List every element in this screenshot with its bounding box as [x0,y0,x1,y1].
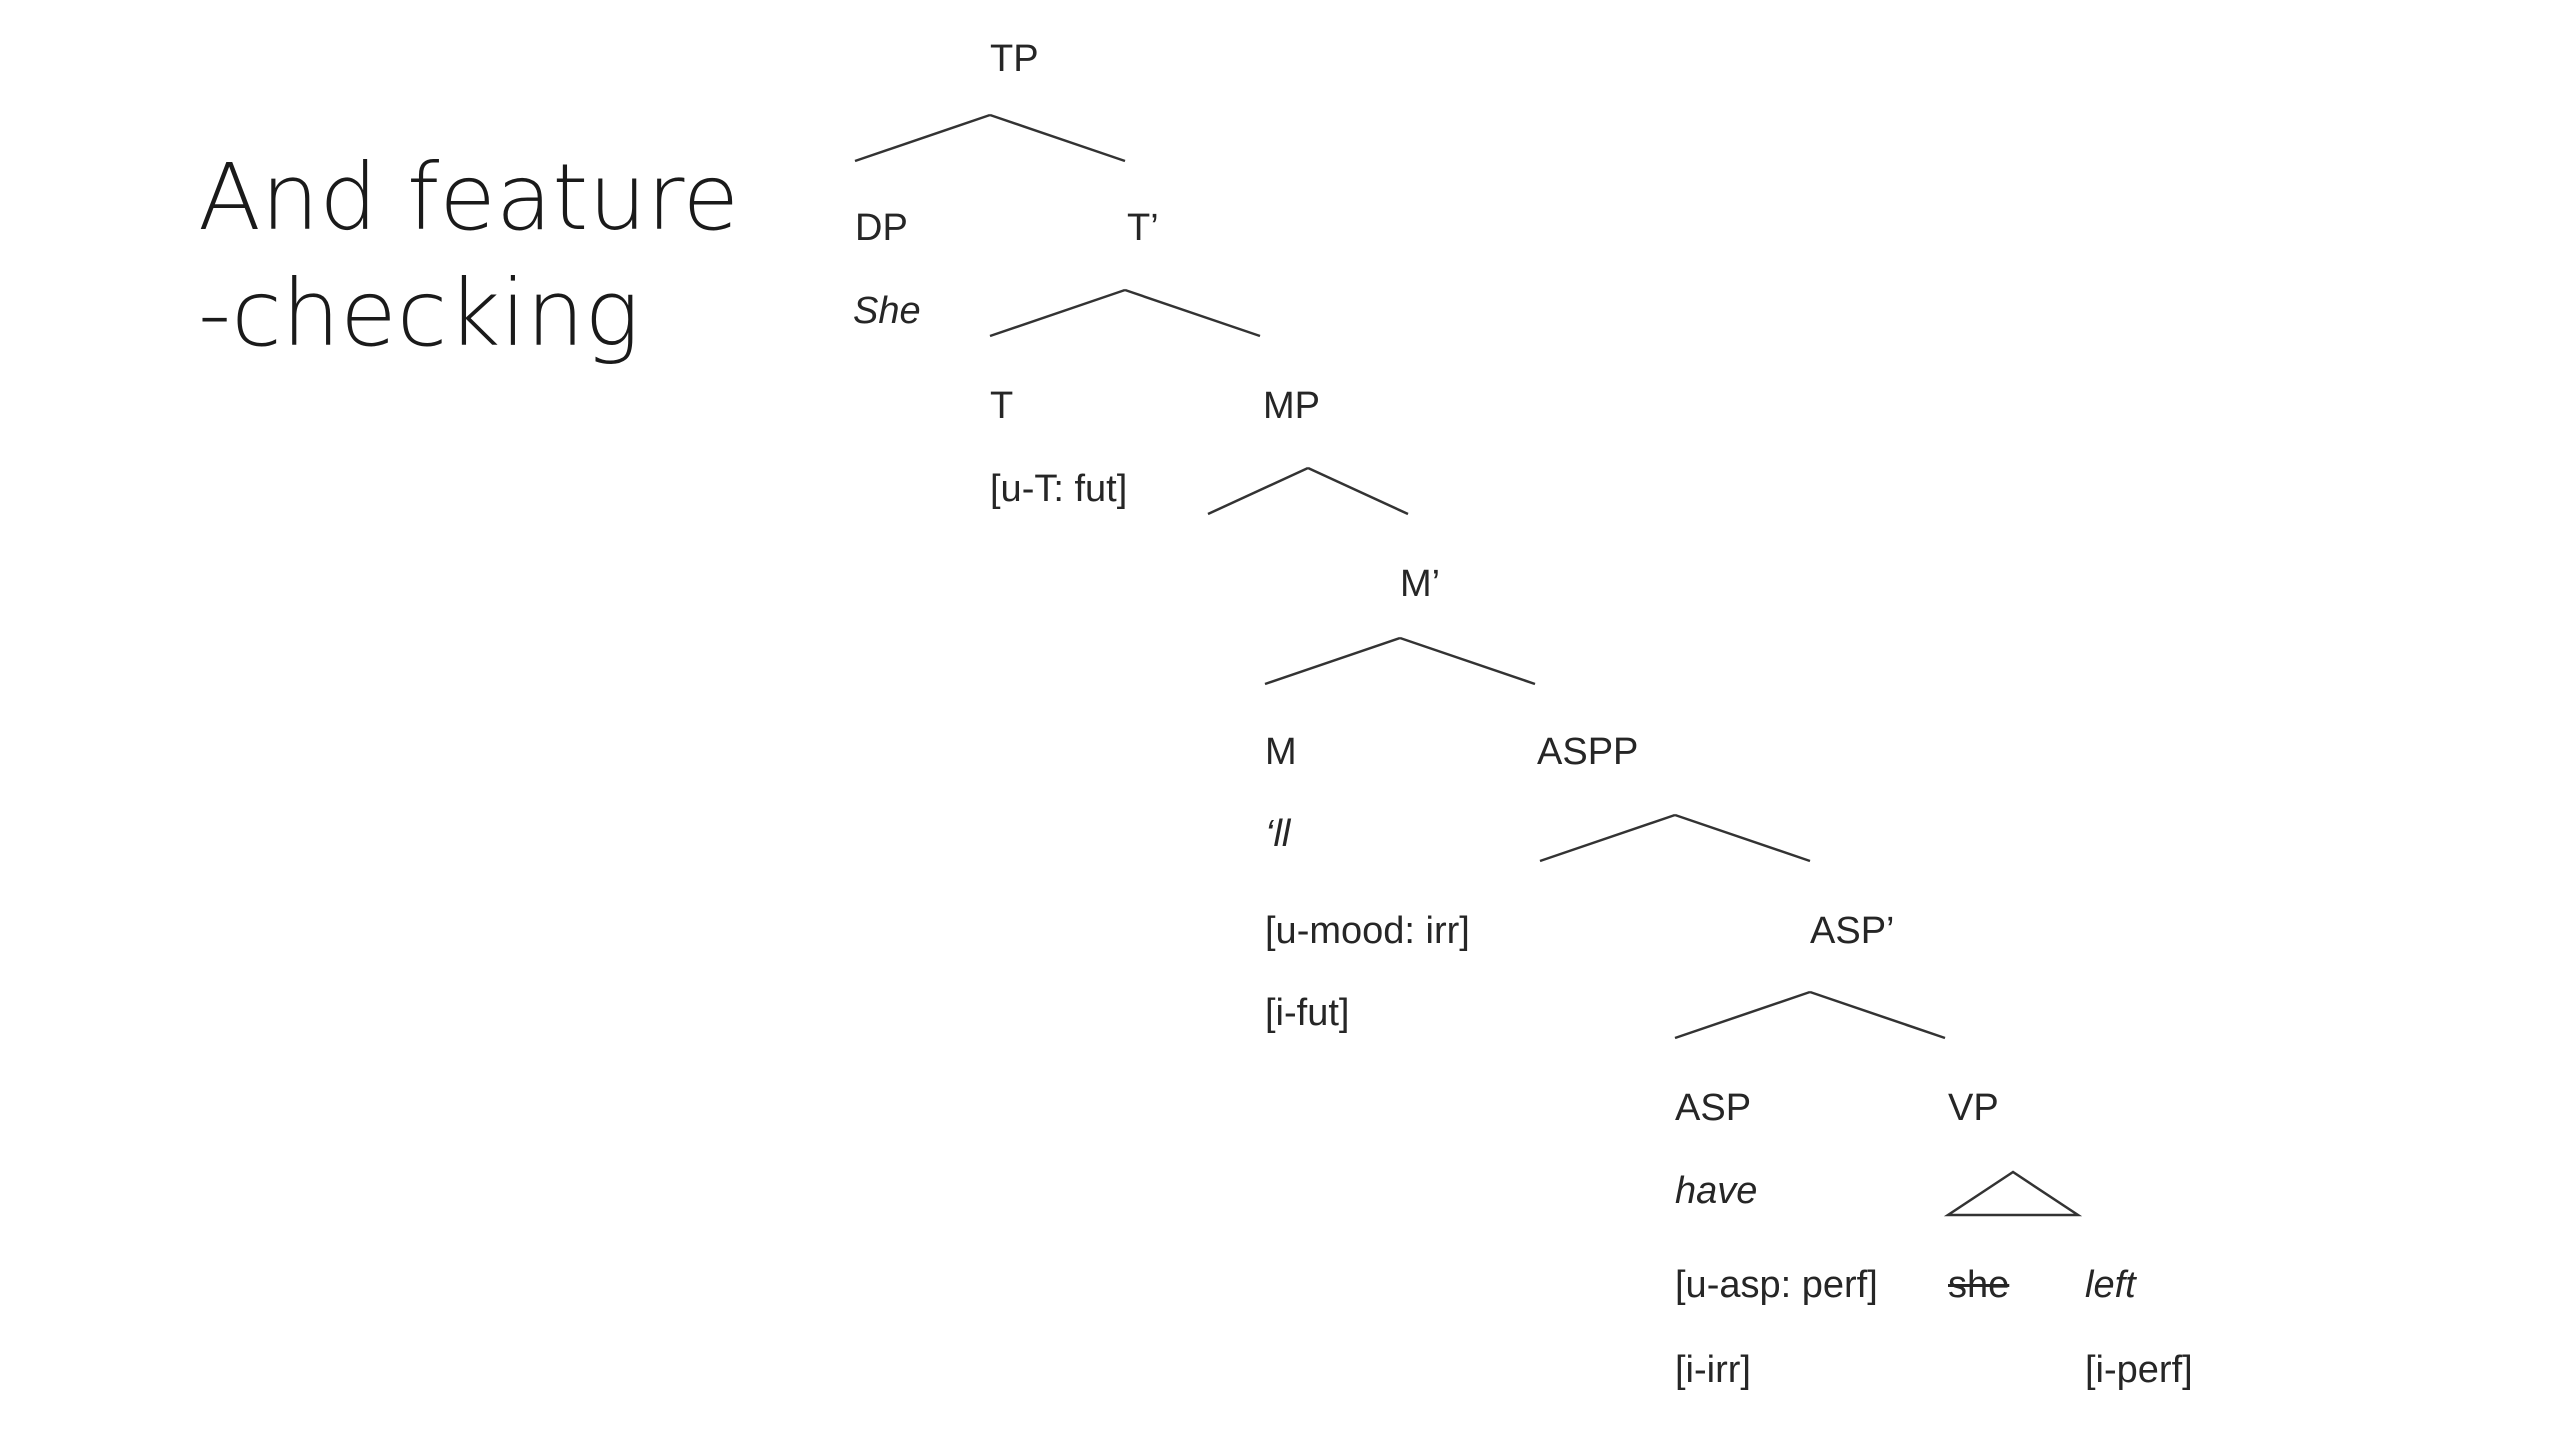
branch-mp-left [1207,466,1309,516]
branch-mbar-aspp [1399,636,1536,686]
node-mp: MP [1263,385,1320,427]
node-m-bar: M’ [1400,563,1441,605]
node-dp: DP [855,207,908,249]
node-dp-word: She [853,290,921,332]
node-asp-word: have [1675,1170,1758,1212]
node-t-feature: [u-T: fut] [990,468,1128,510]
branch-tp-tbar [989,113,1126,163]
branch-tp-dp [854,113,991,163]
node-t: T [990,385,1014,427]
node-aspp: ASPP [1537,731,1639,773]
branch-mp-mbar [1307,466,1409,516]
node-t-bar: T’ [1127,207,1159,249]
node-asp-bar: ASP’ [1810,910,1895,952]
branch-aspp-left [1539,813,1676,863]
branch-tbar-mp [1124,288,1261,338]
node-asp-feature-2: [i-irr] [1675,1349,1751,1391]
node-asp-feature-1: [u-asp: perf] [1675,1264,1878,1306]
slide-title-line-1: And feature [198,144,740,251]
node-vp-feature: [i-perf] [2085,1349,2193,1391]
node-m-word: ‘ll [1265,813,1291,855]
node-tp: TP [990,38,1039,80]
node-asp: ASP [1675,1087,1752,1129]
branch-tbar-t [989,288,1126,338]
node-m: M [1265,731,1297,773]
node-vp-trace: she [1948,1264,2010,1306]
vp-triangle [1943,1170,2083,1217]
branch-mbar-m [1264,636,1401,686]
node-vp: VP [1948,1087,1999,1129]
node-m-feature-2: [i-fut] [1265,992,1350,1034]
slide-title-line-2: -checking [198,260,640,367]
branch-aspbar-vp [1809,990,1946,1040]
branch-aspp-aspbar [1674,813,1811,863]
node-m-feature-1: [u-mood: irr] [1265,910,1470,952]
branch-aspbar-asp [1674,990,1811,1040]
slide-title: And feature -checking [198,140,739,372]
node-vp-word: left [2085,1264,2136,1306]
